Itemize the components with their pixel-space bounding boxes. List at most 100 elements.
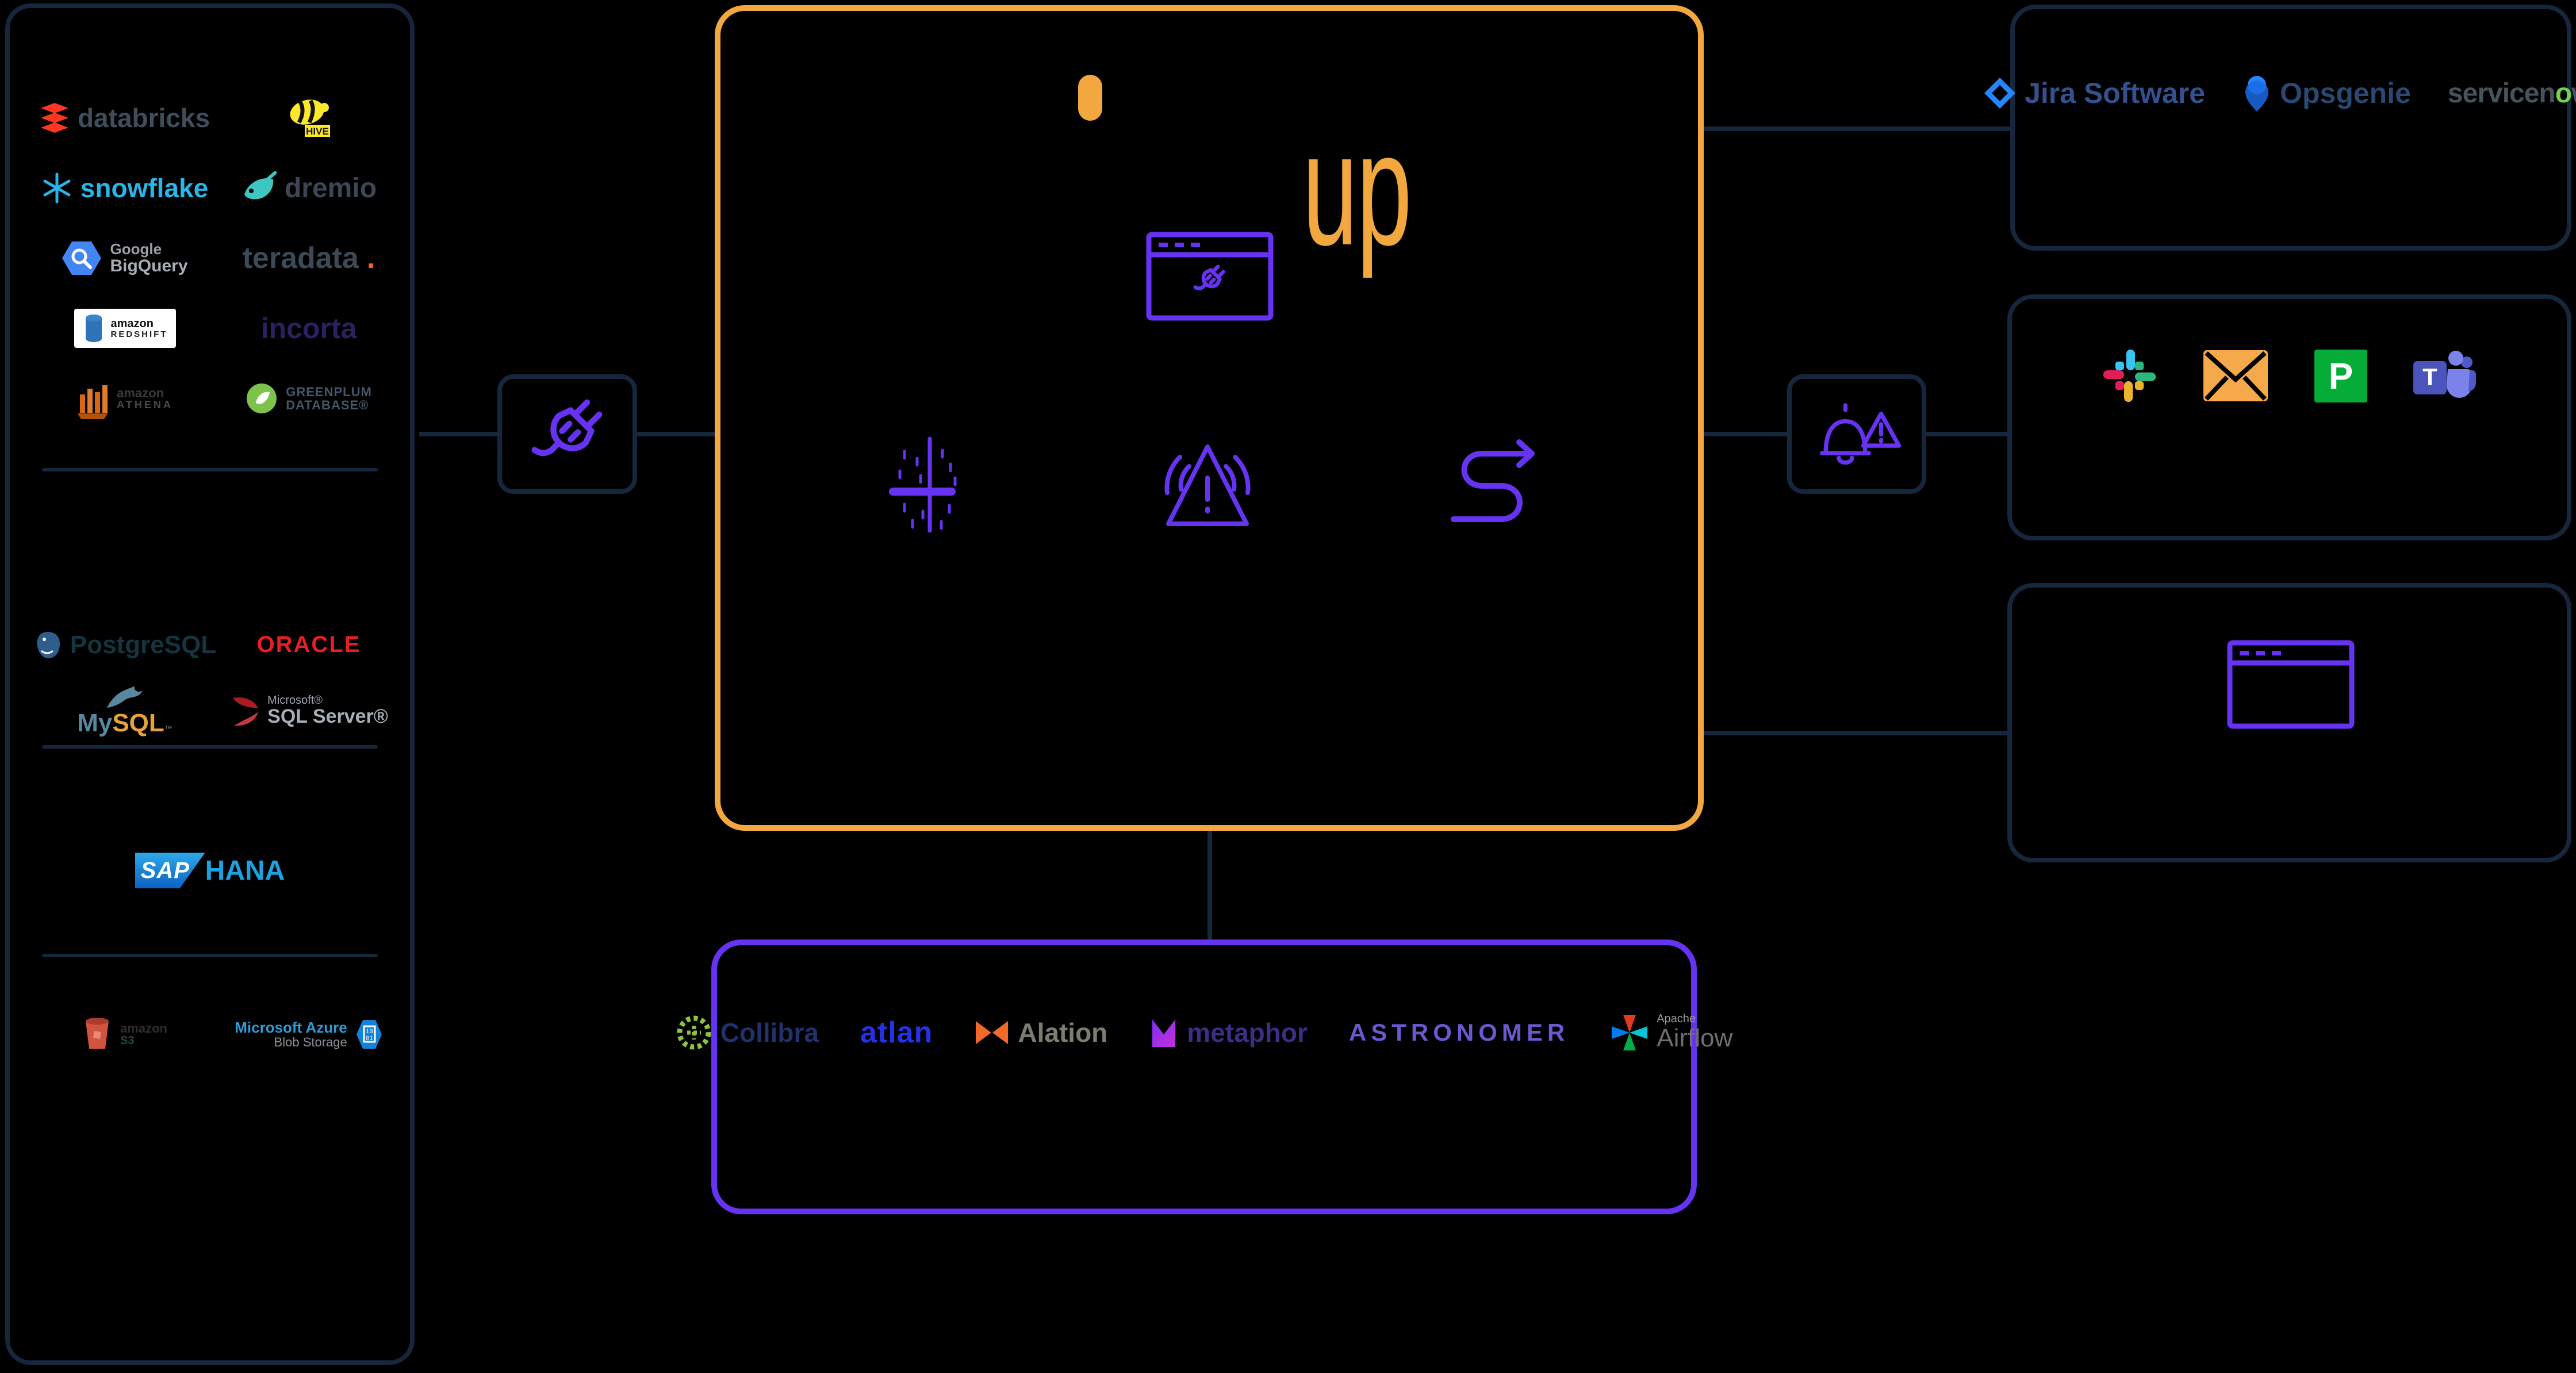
amazon-athena-logo: amazon ATHENA: [76, 377, 173, 420]
opsgenie-logo: Opsgenie: [2242, 74, 2411, 113]
teradata-dot: .: [366, 241, 375, 275]
azure-blob-storage-logo: Microsoft Azure Blob Storage 10 01: [235, 1019, 383, 1050]
postgresql-elephant-icon: [37, 631, 60, 658]
connector-plug-to-platform: [637, 432, 715, 436]
alation-logo: Alation: [974, 1017, 1107, 1048]
notification-node: [1787, 374, 1926, 494]
alation-icon: [976, 1021, 1009, 1044]
bell-alert-icon: [1819, 402, 1902, 465]
athena-label: ATHENA: [117, 399, 173, 411]
connector-platform-to-catalogs: [1208, 831, 1212, 939]
databricks-label: databricks: [77, 103, 210, 133]
teradata-logo: teradata.: [243, 241, 375, 275]
astronomer-label: ASTRONOMER: [1348, 1018, 1570, 1046]
databricks-logo: databricks: [40, 102, 210, 134]
snowflake-label: snowflake: [80, 173, 209, 203]
atlan-label: atlan: [860, 1015, 933, 1049]
databricks-icon: [40, 103, 68, 133]
amazon-label: amazon: [110, 317, 154, 330]
dremio-label: dremio: [284, 172, 377, 204]
incorta-label: incorta: [260, 312, 357, 344]
s-curve-arrow-icon: [1451, 439, 1535, 522]
blob-storage-label: Blob Storage: [274, 1035, 347, 1050]
warehouse-sources-group: databricks HIVE: [33, 83, 401, 434]
sidebar-divider-2: [42, 745, 378, 749]
servicenow-logo: servicenow.: [2448, 78, 2576, 109]
azure-hexagon-icon: 10 01: [356, 1020, 382, 1049]
collibra-logo: Collibra: [676, 1014, 819, 1051]
sap-icon: SAP: [135, 853, 205, 888]
mysql-tm: ™: [164, 723, 172, 733]
greenplum-logo: GREENPLUM DATABASE®: [246, 382, 372, 415]
mysql-dolphin-icon: [106, 685, 143, 708]
incorta-logo: incorta: [261, 312, 357, 345]
dremio-logo: dremio: [241, 171, 377, 205]
sap-hana-logo: SAP HANA: [135, 853, 285, 888]
sidebar-divider-1: [42, 468, 378, 471]
apache-hive-logo: HIVE: [286, 97, 331, 139]
opsgenie-icon: [2245, 76, 2269, 112]
jira-software-logo: Jira Software: [1983, 76, 2205, 110]
platform-logo-text: up: [1302, 99, 1412, 279]
alation-label: Alation: [1018, 1017, 1108, 1048]
greenplum-label: GREENPLUM: [286, 384, 372, 399]
connector-platform-to-bell: [1704, 432, 1787, 436]
sql-server-swirl-icon: [233, 697, 259, 726]
storage-sources-group: amazon S3 Microsoft Azure Blob Storage 1…: [33, 997, 401, 1072]
servicenow-label-a: servicen: [2447, 78, 2556, 109]
snowflake-icon: [43, 172, 71, 204]
oracle-logo: ORACLE: [257, 632, 361, 658]
s3-bucket-icon: [86, 1018, 109, 1049]
platform-box: up: [715, 5, 1704, 831]
azure-bits-1: 10: [366, 1029, 373, 1035]
greenplum-icon: [247, 383, 277, 413]
jira-icon: [1984, 78, 2016, 109]
microsoft-azure-label: Microsoft Azure: [235, 1018, 347, 1036]
logo-dot: [1078, 75, 1102, 121]
hive-bee-icon: HIVE: [290, 99, 330, 137]
teams-letter: T: [2422, 363, 2437, 390]
airflow-label: Airflow: [1657, 1024, 1733, 1052]
opsgenie-label: Opsgenie: [2280, 77, 2411, 109]
sql-server-logo: Microsoft® SQL Server®: [229, 695, 388, 728]
s3-label: S3: [120, 1034, 135, 1048]
redshift-label: REDSHIFT: [110, 329, 168, 339]
postgresql-logo: PostgreSQL: [33, 630, 216, 660]
oracle-label: ORACLE: [256, 632, 361, 657]
slack-icon: [2103, 349, 2156, 402]
browser-window-icon: [2227, 640, 2355, 729]
servicenow-label-o: o: [2555, 78, 2572, 109]
connector-sources-to-plug: [419, 432, 497, 436]
bigquery-label: BigQuery: [110, 256, 188, 275]
jira-label: Jira Software: [2025, 77, 2206, 109]
teradata-label: teradata: [242, 241, 359, 275]
collibra-label: Collibra: [720, 1017, 819, 1048]
pagerduty-icon: P: [2314, 349, 2367, 402]
hana-label: HANA: [205, 855, 285, 886]
alert-channels-panel: P T: [2007, 294, 2571, 540]
plug-icon: [531, 399, 602, 457]
metaphor-label: metaphor: [1187, 1017, 1308, 1048]
mysql-my-label: My: [77, 708, 113, 737]
in-vpc-agent: [1146, 232, 1274, 324]
airflow-pinwheel-icon: [1612, 1014, 1648, 1050]
email-icon: [2203, 350, 2268, 401]
connector-platform-to-ticketing: [1704, 126, 2010, 131]
connector-platform-to-app: [1704, 731, 2007, 735]
app-window: [2227, 640, 2355, 732]
bigquery-icon: [62, 241, 102, 275]
microsoft-label: Microsoft®: [267, 694, 323, 707]
hive-label: HIVE: [306, 126, 329, 137]
metrics-feature: [887, 435, 969, 537]
amazon-label: amazon: [117, 386, 164, 400]
workflow-feature: [1446, 435, 1544, 528]
anomaly-alert-icon: [1164, 444, 1251, 526]
redshift-database-icon: [85, 315, 102, 342]
amazon-label: amazon: [120, 1021, 167, 1035]
athena-icon: [78, 385, 108, 419]
apache-label: Apache: [1657, 1013, 1696, 1025]
microsoft-teams-icon: T: [2413, 351, 2477, 398]
